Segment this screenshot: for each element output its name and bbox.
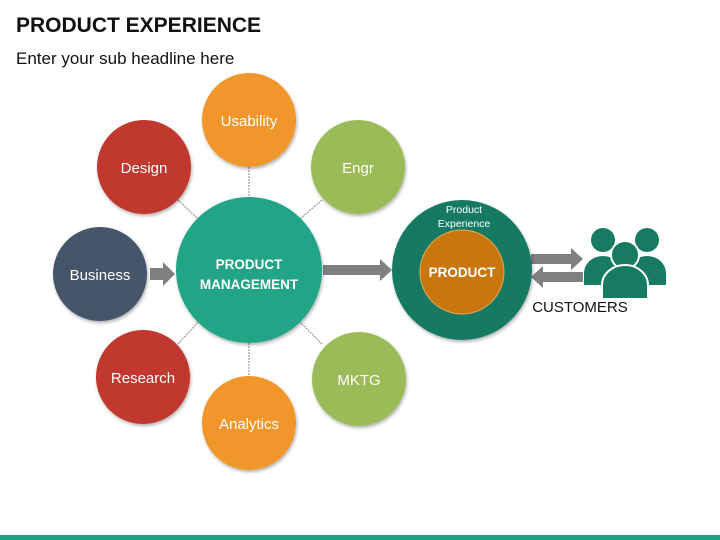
research-circle (96, 330, 190, 424)
business-circle (53, 227, 147, 321)
arrow-business-pm (150, 262, 175, 286)
mktg-label: MKTG (337, 372, 380, 389)
arrow-from-customers (531, 266, 583, 288)
usability-label: Usability (221, 113, 278, 130)
usability-circle (202, 73, 296, 167)
px-label-line1: Product (446, 204, 482, 216)
product-management-circle (176, 197, 322, 343)
product-label: PRODUCT (429, 265, 497, 280)
customers-label: CUSTOMERS (532, 299, 628, 316)
bottom-accent-bar (0, 535, 720, 540)
analytics-label: Analytics (219, 416, 279, 433)
product-circle (419, 229, 505, 315)
pm-label-line1: PRODUCT (216, 257, 284, 272)
px-label-line2: Experience (438, 218, 491, 230)
arrow-to-customers (531, 248, 583, 270)
customers-icon (584, 228, 666, 300)
page-subtitle: Enter your sub headline here (16, 49, 235, 68)
design-label: Design (121, 160, 168, 177)
connectors (177, 167, 323, 376)
business-label: Business (70, 267, 131, 284)
arrow-pm-product (323, 259, 392, 281)
design-circle (97, 120, 191, 214)
engr-label: Engr (342, 160, 374, 177)
analytics-circle (202, 376, 296, 470)
pm-label-line2: MANAGEMENT (200, 277, 299, 292)
mktg-circle (312, 332, 406, 426)
research-label: Research (111, 370, 175, 387)
page-title: PRODUCT EXPERIENCE (16, 14, 262, 37)
arrows (150, 248, 583, 288)
engr-circle (311, 120, 405, 214)
